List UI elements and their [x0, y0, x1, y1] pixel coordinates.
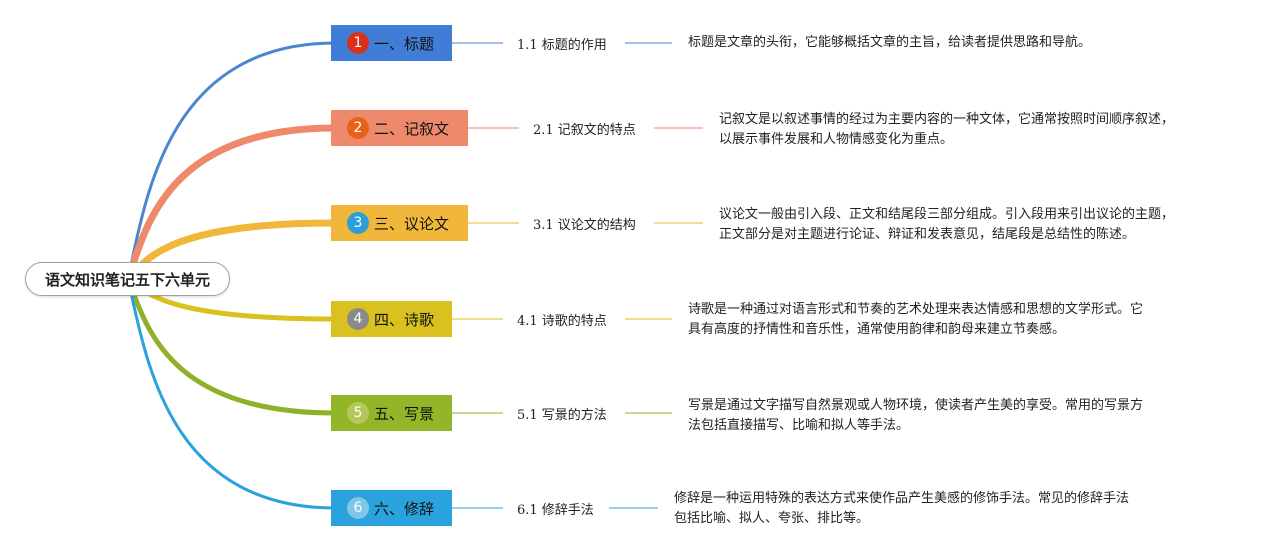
branch-connector-1 [126, 41, 337, 281]
leaf-note-line: 议论文一般由引入段、正文和结尾段三部分组成。引入段用来引出议论的主题， [719, 207, 1175, 222]
number-badge-icon: 4 [347, 308, 369, 330]
number-badge-icon: 6 [347, 497, 369, 519]
leaf-note-5[interactable]: 写景是通过文字描写自然景观或人物环境，使读者产生美的享受。常用的写景方法包括直接… [688, 396, 1143, 436]
branch-topic-label: 四、诗歌 [374, 310, 435, 329]
number-badge-icon: 5 [347, 402, 369, 424]
branch-topic-6[interactable]: 6 六、修辞 [331, 490, 452, 526]
branch-topic-label: 二、记叙文 [374, 119, 450, 138]
branch-topic-label: 一、标题 [374, 34, 435, 53]
leaf-note-line: 包括比喻、拟人、夸张、排比等。 [674, 511, 870, 526]
leaf-note-2[interactable]: 记叙文是以叙述事情的经过为主要内容的一种文体，它通常按照时间顺序叙述， 以展示事件… [719, 110, 1174, 150]
branch-topic-1[interactable]: 1 一、标题 [331, 25, 452, 61]
leaf-note-6[interactable]: 修辞是一种运用特殊的表达方式来使作品产生美感的修饰手法。常见的修辞手法包括比喻、… [674, 489, 1129, 529]
subtopic-3[interactable]: 3.1 议论文的结构 [533, 218, 636, 233]
number-badge-icon: 2 [347, 117, 369, 139]
leaf-note-4[interactable]: 诗歌是一种通过对语言形式和节奏的艺术处理来表达情感和思想的文学形式。它具有高度的… [688, 300, 1143, 340]
branch-topic-4[interactable]: 4 四、诗歌 [331, 301, 452, 337]
branch-connector-2 [124, 124, 339, 283]
branch-topic-5[interactable]: 5 五、写景 [331, 395, 452, 431]
subtopic-4[interactable]: 4.1 诗歌的特点 [517, 314, 607, 329]
branch-connector-6 [126, 277, 337, 510]
leaf-note-line: 法包括直接描写、比喻和拟人等手法。 [688, 418, 910, 433]
subtopic-1[interactable]: 1.1 标题的作用 [517, 38, 607, 53]
branch-connector-5 [125, 276, 338, 416]
branch-topic-3[interactable]: 3 三、议论文 [331, 205, 468, 241]
leaf-note-1[interactable]: 标题是文章的头衔，它能够概括文章的主旨，给读者提供思路和导航。 [688, 33, 1091, 53]
leaf-note-line: 具有高度的抒情性和音乐性，通常使用韵律和韵母来建立节奏感。 [688, 322, 1066, 337]
branch-topic-label: 三、议论文 [374, 214, 450, 233]
leaf-note-line: 修辞是一种运用特殊的表达方式来使作品产生美感的修饰手法。常见的修辞手法 [674, 491, 1130, 506]
leaf-note-line: 以展示事件发展和人物情感变化为重点。 [719, 132, 954, 147]
leaf-note-line: 记叙文是以叙述事情的经过为主要内容的一种文体，它通常按照时间顺序叙述， [719, 112, 1175, 127]
leaf-note-line: 写景是通过文字描写自然景观或人物环境，使读者产生美的享受。常用的写景方 [688, 398, 1144, 413]
subtopic-6[interactable]: 6.1 修辞手法 [517, 503, 594, 518]
branch-topic-2[interactable]: 2 二、记叙文 [331, 110, 468, 146]
leaf-note-line: 标题是文章的头衔，它能够概括文章的主旨，给读者提供思路和导航。 [688, 35, 1092, 50]
root-topic-label: 语文知识笔记五下六单元 [44, 270, 210, 289]
number-badge-icon: 3 [347, 212, 369, 234]
subtopic-2[interactable]: 2.1 记叙文的特点 [533, 123, 636, 138]
branch-topic-label: 五、写景 [374, 404, 435, 423]
subtopic-5[interactable]: 5.1 写景的方法 [517, 408, 607, 423]
leaf-note-line: 诗歌是一种通过对语言形式和节奏的艺术处理来表达情感和思想的文学形式。它 [688, 302, 1144, 317]
leaf-note-3[interactable]: 议论文一般由引入段、正文和结尾段三部分组成。引入段用来引出议论的主题， 正文部分是… [719, 205, 1174, 245]
branch-topic-label: 六、修辞 [374, 499, 435, 518]
number-badge-icon: 1 [347, 32, 369, 54]
root-topic[interactable]: 语文知识笔记五下六单元 [25, 262, 230, 296]
leaf-note-line: 正文部分是对主题进行论证、辩证和发表意见，结尾段是总结性的陈述。 [719, 227, 1136, 242]
